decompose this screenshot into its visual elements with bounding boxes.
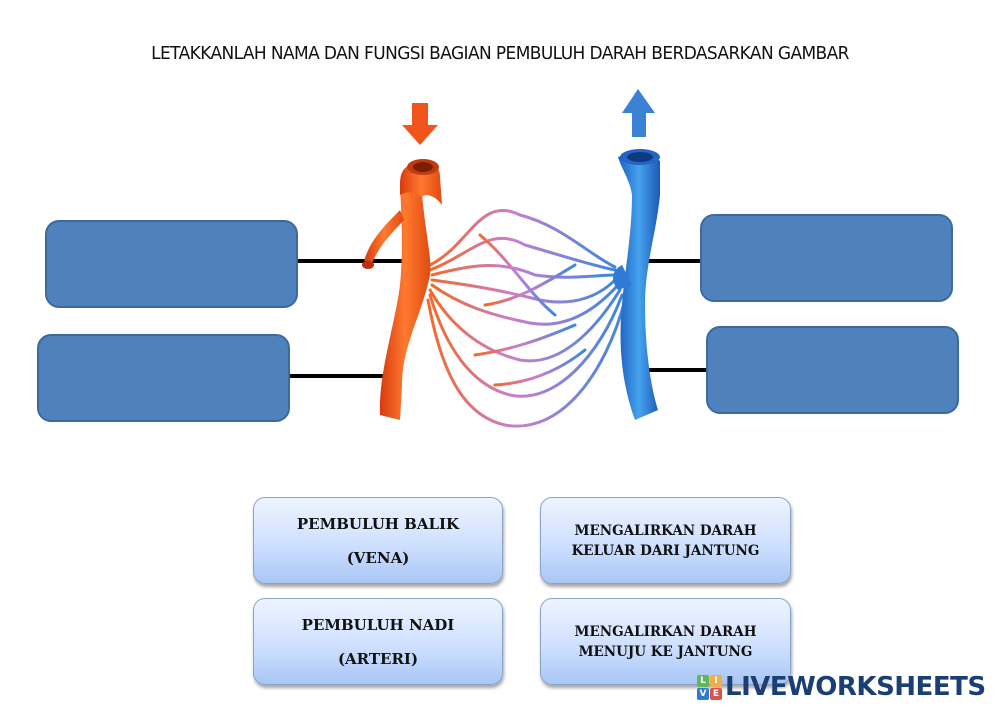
card-line: (ARTERI) <box>337 649 419 668</box>
liveworksheets-logo-icon: L I V E <box>697 674 722 700</box>
logo-letter: L <box>697 674 709 687</box>
connector-line-left-bottom <box>290 374 389 378</box>
connector-line-right-top <box>647 259 700 263</box>
blood-vessels-illustration <box>362 89 660 428</box>
up-arrow-icon <box>622 89 655 137</box>
drop-zone-right-top[interactable] <box>700 214 953 302</box>
logo-letter: E <box>710 687 722 700</box>
card-line: KELUAR DARI JANTUNG <box>571 542 760 559</box>
worksheet-title: LETAKKANLAH NAMA DAN FUNGSI BAGIAN PEMBU… <box>151 43 849 65</box>
card-line: MENUJU KE JANTUNG <box>578 643 753 660</box>
down-arrow-icon <box>402 103 438 145</box>
capillary-network <box>426 208 627 428</box>
liveworksheets-brand: L I V E LIVEWORKSHEETS <box>697 670 986 704</box>
drop-zone-left-bottom[interactable] <box>37 334 290 422</box>
card-line: PEMBULUH NADI <box>301 615 455 634</box>
draggable-card-function-out[interactable]: MENGALIRKAN DARAH KELUAR DARI JANTUNG <box>540 497 791 584</box>
card-line: PEMBULUH BALIK <box>296 514 460 533</box>
card-line: MENGALIRKAN DARAH <box>574 522 757 539</box>
connector-line-right-bottom <box>628 368 706 372</box>
card-line: MENGALIRKAN DARAH <box>574 623 757 640</box>
artery-vessel <box>362 159 442 420</box>
logo-letter: V <box>697 687 709 700</box>
drop-zone-left-top[interactable] <box>45 220 298 308</box>
vein-vessel <box>613 149 660 420</box>
logo-letter: I <box>710 674 722 687</box>
drop-zone-right-bottom[interactable] <box>706 326 959 414</box>
draggable-card-function-in[interactable]: MENGALIRKAN DARAH MENUJU KE JANTUNG <box>540 598 791 685</box>
connector-line-left-top <box>298 259 420 263</box>
draggable-card-vena[interactable]: PEMBULUH BALIK (VENA) <box>253 497 503 584</box>
card-line: (VENA) <box>346 548 410 567</box>
draggable-card-arteri[interactable]: PEMBULUH NADI (ARTERI) <box>253 598 503 685</box>
brand-text: LIVEWORKSHEETS <box>725 672 986 702</box>
